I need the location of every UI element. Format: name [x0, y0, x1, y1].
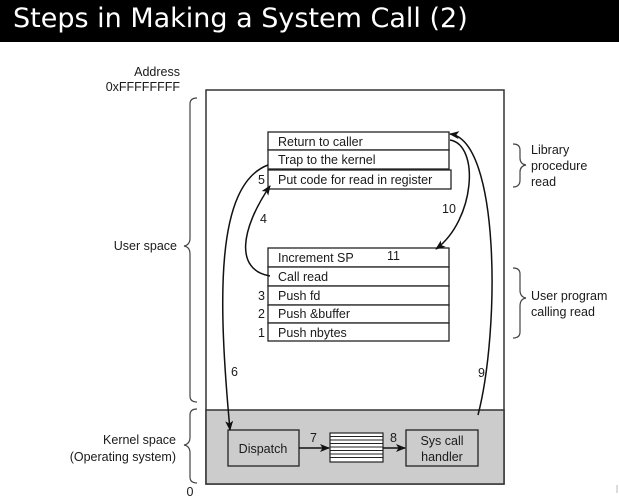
address-label: Address — [134, 65, 180, 79]
arrow-step-4 — [244, 185, 271, 277]
library-label-1: Library — [531, 143, 570, 157]
kernel-space-label: Kernel space — [103, 433, 176, 447]
library-label-3: read — [531, 175, 556, 189]
prog-row-increment-sp: Increment SP — [278, 251, 354, 265]
library-procedure-box: Return to caller Trap to the kernel Put … — [258, 131, 452, 190]
arrow-step-10 — [435, 139, 471, 250]
slide-page-marker — [616, 485, 618, 493]
sys-call-handler-label-1: Sys call — [420, 434, 463, 448]
step-3-label: 3 — [258, 289, 265, 303]
lib-row-put-code: Put code for read in register — [278, 173, 432, 187]
step-11-label: 11 — [387, 249, 400, 263]
arrow-step-6 — [221, 164, 269, 431]
user-space-brace — [183, 97, 198, 403]
user-program-brace — [512, 267, 527, 339]
address-bottom: 0 — [187, 485, 194, 499]
user-program-label-1: User program — [531, 289, 607, 303]
address-top: 0xFFFFFFFF — [106, 80, 181, 94]
title-bar: Steps in Making a System Call (2) — [0, 0, 619, 42]
prog-row-push-nbytes: Push nbytes — [278, 326, 347, 340]
step-5-label: 5 — [258, 173, 265, 187]
arrow-step-9-label: 9 — [478, 366, 485, 380]
arrow-step-4-label: 4 — [260, 212, 267, 226]
prog-row-push-fd: Push fd — [278, 289, 320, 303]
prog-row-call-read: Call read — [278, 270, 328, 284]
user-program-box: Increment SP 11 Call read Push fd 3 Push… — [258, 247, 450, 342]
arrow-step-9 — [449, 131, 493, 416]
sys-call-handler-box — [405, 429, 479, 467]
prog-row-push-buffer: Push &buffer — [278, 307, 350, 321]
arrow-step-8-label: 8 — [390, 431, 397, 445]
dispatch-label: Dispatch — [239, 442, 288, 456]
step-1-label: 1 — [258, 326, 265, 340]
arrow-step-7-label: 7 — [310, 431, 317, 445]
library-label-2: procedure — [531, 159, 587, 173]
user-program-label-2: calling read — [531, 305, 595, 319]
kernel-space-sublabel: (Operating system) — [70, 450, 176, 464]
lib-row-trap: Trap to the kernel — [278, 153, 376, 167]
user-space-label: User space — [114, 239, 177, 253]
slide-title: Steps in Making a System Call (2) — [13, 3, 468, 34]
lib-row-return: Return to caller — [278, 135, 363, 149]
kernel-space-brace — [183, 408, 198, 484]
library-brace — [512, 143, 527, 188]
step-2-label: 2 — [258, 307, 265, 321]
arrow-step-6-label: 6 — [231, 365, 238, 379]
dispatch-table — [329, 432, 384, 463]
sys-call-handler-label-2: handler — [421, 450, 463, 464]
arrow-step-10-label: 10 — [442, 202, 456, 216]
